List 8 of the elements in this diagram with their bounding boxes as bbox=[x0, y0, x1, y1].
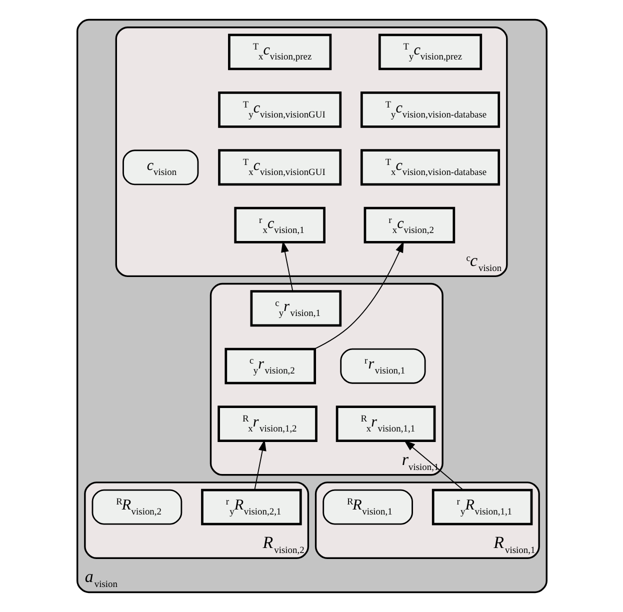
arrow bbox=[280, 240, 293, 292]
node-box: $^{r}$r$_{vision,1}$ bbox=[340, 348, 426, 384]
node-box: $^{R}$R$_{vision,2}$ bbox=[91, 489, 182, 525]
node-box: $^{R}$R$_{vision,1}$ bbox=[322, 489, 412, 525]
node-box: c$_{vision}$ bbox=[122, 150, 198, 186]
arrow bbox=[403, 440, 463, 490]
arrow bbox=[314, 241, 404, 350]
arrow bbox=[254, 440, 266, 490]
